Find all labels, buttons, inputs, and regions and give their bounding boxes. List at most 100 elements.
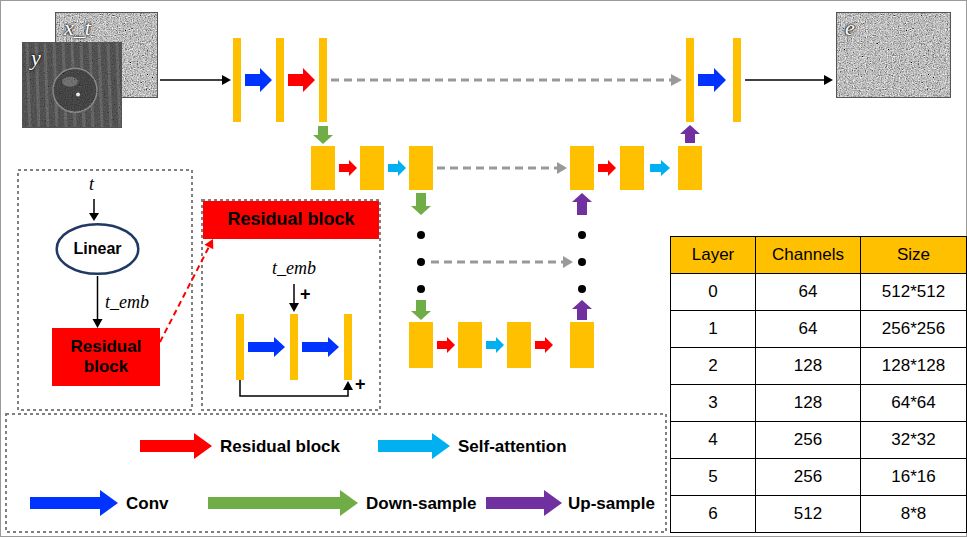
ellipsis-dot xyxy=(417,285,425,293)
legend-entry: Residual block xyxy=(220,437,340,457)
connector-line xyxy=(160,245,210,342)
ellipsis-dot xyxy=(417,231,425,239)
table-value: 4 xyxy=(708,430,717,450)
column-header: Size xyxy=(897,245,930,265)
arrow-head xyxy=(343,381,353,390)
legend-arrow xyxy=(208,489,358,517)
add-sign: + xyxy=(300,284,311,304)
table-cell: 3 xyxy=(670,384,756,422)
table-cell: 128*128 xyxy=(860,347,967,385)
legend-swatch xyxy=(208,490,358,516)
feature-bar xyxy=(344,314,352,380)
table-value: 128 xyxy=(794,393,822,413)
table-header-cell: Channels xyxy=(755,236,861,274)
level-1 xyxy=(311,125,702,190)
residual-header-box: Residual block xyxy=(203,201,379,239)
feature-bar xyxy=(236,314,244,380)
middle-levels xyxy=(411,193,592,293)
node-title: Linear xyxy=(73,240,121,258)
table-value: 1 xyxy=(708,319,717,339)
residual-detail xyxy=(236,284,353,396)
noise-output-image: e xyxy=(836,12,951,98)
attention-arrow xyxy=(650,160,670,176)
embedding-label-holder: t_emb xyxy=(272,258,316,279)
image-label: e xyxy=(845,15,855,41)
zoom-arrow xyxy=(160,239,213,342)
arrow-head xyxy=(557,162,567,174)
table-value: 256*256 xyxy=(882,319,945,339)
table-value: 64 xyxy=(799,319,818,339)
table-value: 64*64 xyxy=(891,393,935,413)
feature-block xyxy=(507,322,531,368)
conv-arrow xyxy=(698,68,726,92)
table-cell: 4 xyxy=(670,421,756,459)
table-cell: 2 xyxy=(670,347,756,385)
legend-swatch xyxy=(140,433,212,459)
condition-image: y xyxy=(22,42,122,128)
legend-arrow xyxy=(378,432,450,460)
legend-arrow xyxy=(486,489,562,517)
arrow-head xyxy=(563,256,573,268)
residual-arrow xyxy=(339,160,357,176)
level-0 xyxy=(160,38,833,122)
column-header: Channels xyxy=(772,245,844,265)
embedding-frame xyxy=(18,170,192,410)
residual-arrow xyxy=(598,160,616,176)
output-arrow xyxy=(745,79,824,81)
legend-entry: Conv xyxy=(126,494,169,514)
feature-block xyxy=(311,146,335,190)
table-value: 512*512 xyxy=(882,282,945,302)
table-value: 256 xyxy=(794,467,822,487)
bottom-level xyxy=(409,300,594,368)
image-label: x_t xyxy=(64,15,91,41)
linear-ellipse: Linear xyxy=(55,222,140,276)
table-cell: 6 xyxy=(670,495,756,533)
arrow-head xyxy=(671,74,682,86)
table-cell: 256 xyxy=(755,458,861,496)
table-cell: 512 xyxy=(755,495,861,533)
feature-bar xyxy=(276,38,284,122)
feature-bar xyxy=(733,38,741,122)
skip-connection xyxy=(437,167,558,170)
residual-arrow xyxy=(437,337,455,353)
table-cell: 64 xyxy=(755,310,861,348)
feature-bar xyxy=(319,38,327,122)
table-cell: 64*64 xyxy=(860,384,967,422)
legend-entry: Down-sample xyxy=(366,494,477,514)
up-arrow xyxy=(680,125,700,143)
node-title: Residual block xyxy=(58,337,154,378)
legend-text: Down-sample xyxy=(366,494,477,513)
arrow-head xyxy=(824,75,833,85)
photo-noise xyxy=(23,43,121,127)
table-header-cell: Layer xyxy=(670,236,756,274)
feature-block xyxy=(409,322,433,368)
table-value: 128 xyxy=(794,356,822,376)
legend-text: Residual block xyxy=(220,437,340,456)
ellipsis-dot xyxy=(417,258,425,266)
residual-skip-line xyxy=(240,380,348,396)
down-arrow xyxy=(411,193,431,215)
table-cell: 1 xyxy=(670,310,756,348)
table-cell: 8*8 xyxy=(860,495,967,533)
feature-bar xyxy=(290,314,298,380)
time-label: t xyxy=(89,174,94,194)
table-cell: 5 xyxy=(670,458,756,496)
input-arrow xyxy=(160,79,222,81)
table-header-cell: Size xyxy=(860,236,967,274)
arrow-head xyxy=(222,75,231,85)
feature-block xyxy=(570,322,594,368)
table-value: 6 xyxy=(708,504,717,524)
ellipsis-dot xyxy=(578,258,586,266)
connector-line xyxy=(97,276,99,321)
table-cell: 256*256 xyxy=(860,310,967,348)
embedding-input xyxy=(89,199,99,221)
embedding-label: t_emb xyxy=(272,258,316,278)
arrow-head xyxy=(289,303,299,312)
feature-block xyxy=(620,146,644,190)
residual-arrow xyxy=(535,337,553,353)
legend-arrow xyxy=(30,489,118,517)
add-sign-holder: + xyxy=(300,284,311,305)
up-arrow xyxy=(572,193,592,215)
feature-block xyxy=(360,146,384,190)
